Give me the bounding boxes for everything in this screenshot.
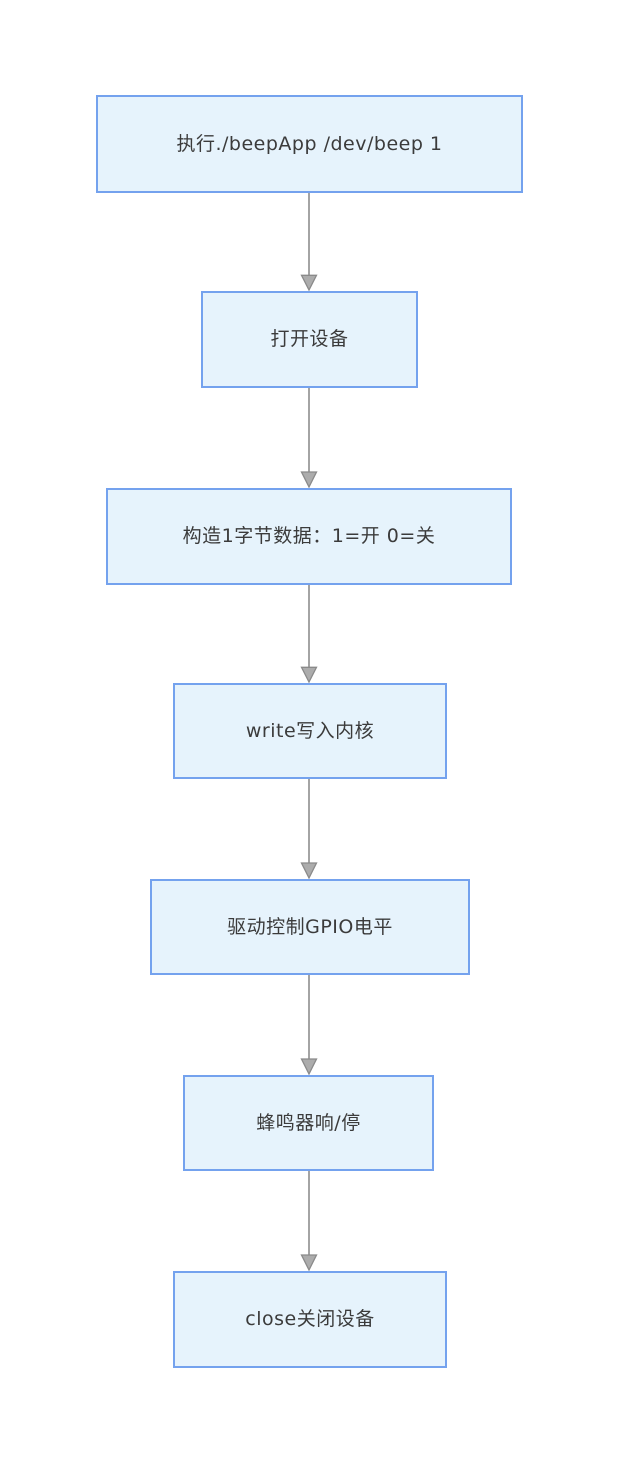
arrow-down-icon [300, 193, 318, 291]
arrow-down-icon [300, 1171, 318, 1271]
connector-arrow-1 [299, 193, 319, 291]
arrow-down-icon [300, 779, 318, 879]
flow-node-close-device-label: close关闭设备 [245, 1308, 375, 1331]
flow-node-execute-command-label: 执行./beepApp /dev/beep 1 [176, 132, 443, 155]
flow-node-driver-gpio-level: 驱动控制GPIO电平 [150, 879, 470, 975]
flow-node-build-data-byte: 构造1字节数据：1=开 0=关 [106, 488, 512, 585]
flow-node-build-data-byte-label: 构造1字节数据：1=开 0=关 [182, 525, 436, 548]
flow-node-driver-gpio-level-label: 驱动控制GPIO电平 [227, 915, 393, 938]
connector-arrow-6 [299, 1171, 319, 1271]
flow-node-open-device: 打开设备 [201, 291, 418, 388]
connector-arrow-4 [299, 779, 319, 879]
connector-arrow-2 [299, 388, 319, 488]
flow-node-buzzer-on-off-label: 蜂鸣器响/停 [256, 1111, 361, 1134]
arrow-down-icon [300, 585, 318, 683]
arrow-down-icon [300, 388, 318, 488]
flow-node-execute-command: 执行./beepApp /dev/beep 1 [96, 95, 523, 193]
flow-node-buzzer-on-off: 蜂鸣器响/停 [183, 1075, 434, 1171]
flow-node-close-device: close关闭设备 [173, 1271, 447, 1368]
connector-arrow-3 [299, 585, 319, 683]
connector-arrow-5 [299, 975, 319, 1075]
flow-node-open-device-label: 打开设备 [270, 328, 349, 351]
flow-node-write-kernel: write写入内核 [173, 683, 447, 779]
flow-node-write-kernel-label: write写入内核 [245, 719, 375, 742]
arrow-down-icon [300, 975, 318, 1075]
